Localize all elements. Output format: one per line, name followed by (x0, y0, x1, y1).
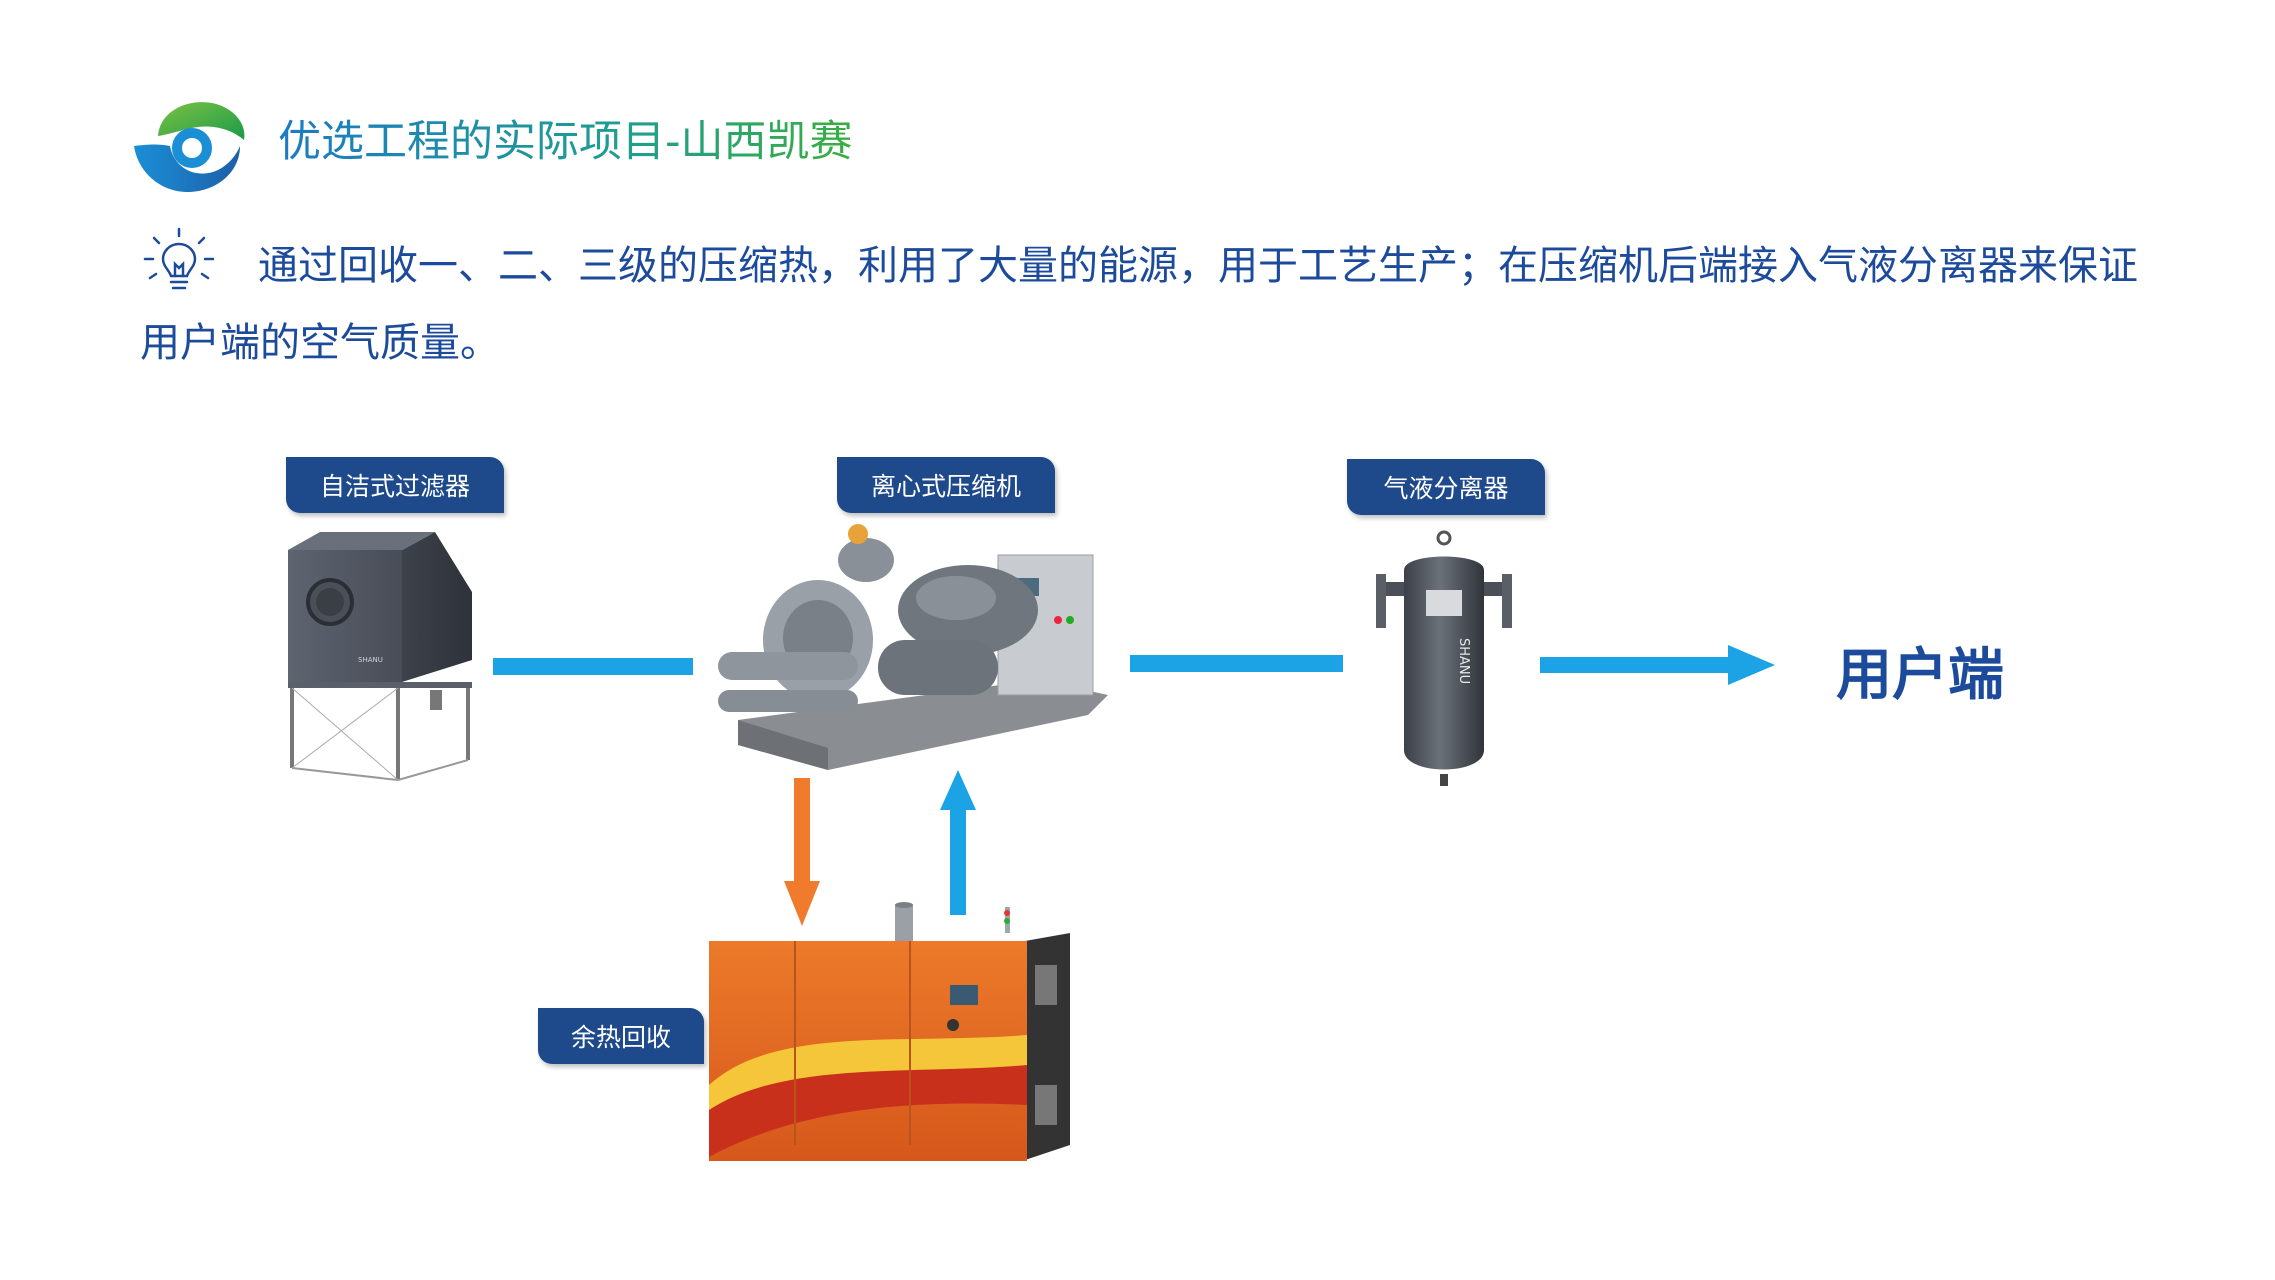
gas-liquid-separator-icon: SHANU (1368, 530, 1520, 788)
page-title: 优选工程的实际项目-山西凯赛 (278, 112, 853, 172)
lightbulb-icon (142, 226, 216, 300)
flow-arrow-separator-to-user (1540, 645, 1775, 685)
company-logo (130, 88, 250, 198)
user-end-label: 用户端 (1836, 643, 2004, 708)
filter-brand: SHANU (358, 656, 383, 664)
flow-line-compressor-to-separator (1130, 655, 1343, 672)
separator-label: 气液分离器 (1347, 459, 1545, 515)
company-logo-icon (134, 102, 245, 192)
heat-recovery-label: 余热回收 (538, 1008, 704, 1064)
heat-recovery-unit-icon (705, 885, 1085, 1175)
centrifugal-compressor-icon (708, 520, 1108, 770)
filter-label: 自洁式过滤器 (286, 457, 504, 513)
heat-flow-arrow-down (784, 778, 820, 926)
flow-line-filter-to-compressor (493, 658, 693, 675)
return-flow-arrow-up (940, 770, 976, 915)
compressor-label: 离心式压缩机 (837, 457, 1055, 513)
self-cleaning-filter-icon: SHANU (280, 530, 480, 785)
description-text: 通过回收一、二、三级的压缩热，利用了大量的能源，用于工艺生产；在压缩机后端接入气… (140, 243, 2138, 366)
separator-brand: SHANU (1456, 638, 1471, 684)
